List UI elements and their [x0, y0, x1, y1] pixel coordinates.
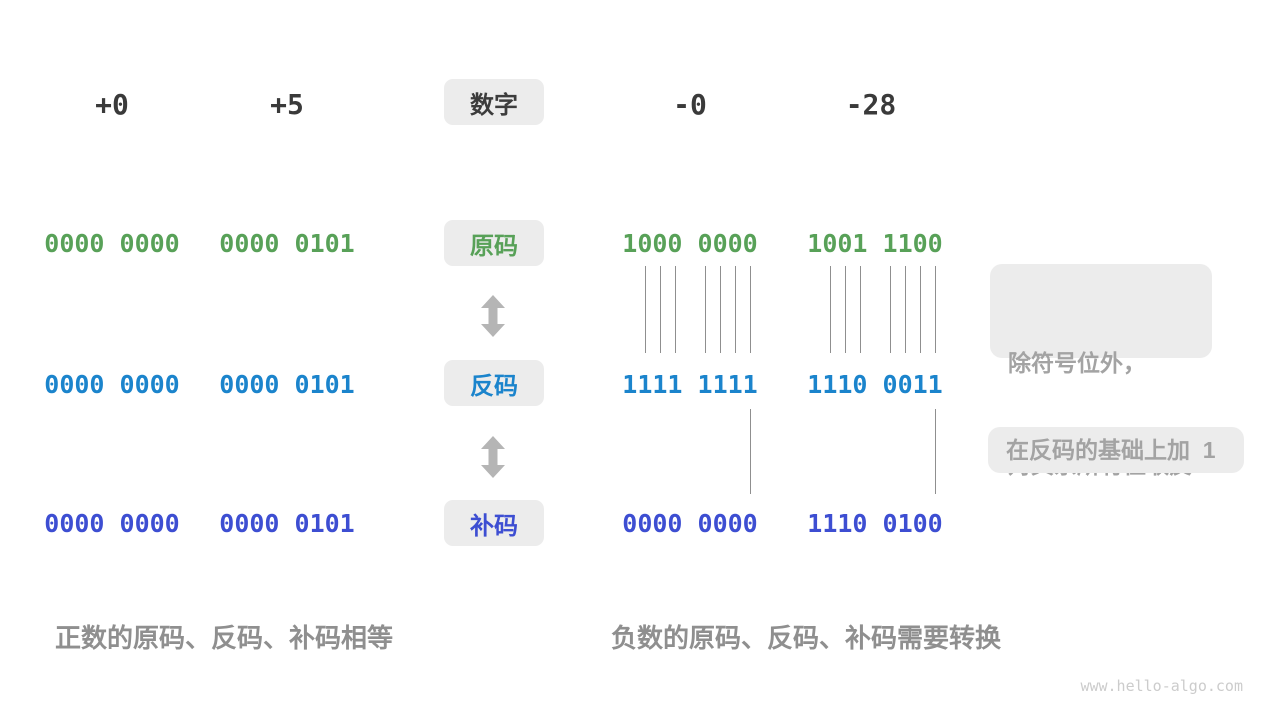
- twos-complement-value: 0000 0101: [219, 509, 355, 538]
- number-tag-label: 数字: [470, 91, 518, 119]
- twos-complement-value: 0000 0000: [44, 509, 180, 538]
- sign-magnitude-value: 1000 0000: [622, 229, 758, 258]
- bit-flip-line: [644, 266, 646, 353]
- bit-flip-line: [659, 266, 661, 353]
- ones-complement-value: 0000 0000: [44, 370, 180, 399]
- ones-complement-value: 0000 0101: [219, 370, 355, 399]
- column-header-plus-five: +5: [270, 88, 304, 121]
- bit-flip-line: [704, 266, 706, 353]
- add-one-line: [934, 409, 936, 494]
- sign-magnitude-value: 0000 0000: [44, 229, 180, 258]
- flip-bits-note: 除符号位外， 对其余所有位取反: [990, 264, 1212, 478]
- negative-caption: 负数的原码、反码、补码需要转换: [611, 623, 1002, 653]
- add-one-note-text: 在反码的基础上加 1: [1006, 437, 1216, 463]
- bit-flip-line: [749, 266, 751, 353]
- up-down-arrow-icon: [481, 436, 505, 478]
- flip-bits-note-line1: 除符号位外，: [1008, 350, 1146, 376]
- twos-complement-value: 1110 0100: [807, 509, 943, 538]
- bit-flip-line: [844, 266, 846, 353]
- add-one-note: 在反码的基础上加 1: [988, 427, 1244, 473]
- number-tag: 数字: [444, 79, 544, 125]
- sign-magnitude-value: 0000 0101: [219, 229, 355, 258]
- bit-flip-line: [674, 266, 676, 353]
- column-header-minus-28: -28: [845, 88, 897, 121]
- bit-flip-line: [919, 266, 921, 353]
- ones-complement-tag-label: 反码: [470, 372, 518, 400]
- watermark: www.hello-algo.com: [1080, 677, 1243, 695]
- column-header-plus-zero: +0: [95, 88, 129, 121]
- sign-magnitude-tag-label: 原码: [470, 232, 518, 260]
- bit-flip-line: [719, 266, 721, 353]
- bit-flip-line: [829, 266, 831, 353]
- add-one-line: [749, 409, 751, 494]
- bit-flip-line: [934, 266, 936, 353]
- column-header-minus-zero: -0: [673, 88, 707, 121]
- bit-flip-line: [859, 266, 861, 353]
- twos-complement-tag: 补码: [444, 500, 544, 546]
- bit-flip-line: [734, 266, 736, 353]
- bit-flip-line: [889, 266, 891, 353]
- bit-flip-line: [904, 266, 906, 353]
- ones-complement-value: 1111 1111: [622, 370, 758, 399]
- sign-magnitude-tag: 原码: [444, 220, 544, 266]
- positive-caption: 正数的原码、反码、补码相等: [55, 623, 394, 653]
- twos-complement-value: 0000 0000: [622, 509, 758, 538]
- ones-complement-value: 1110 0011: [807, 370, 943, 399]
- sign-magnitude-value: 1001 1100: [807, 229, 943, 258]
- up-down-arrow-icon: [481, 295, 505, 337]
- twos-complement-tag-label: 补码: [470, 512, 518, 540]
- ones-complement-tag: 反码: [444, 360, 544, 406]
